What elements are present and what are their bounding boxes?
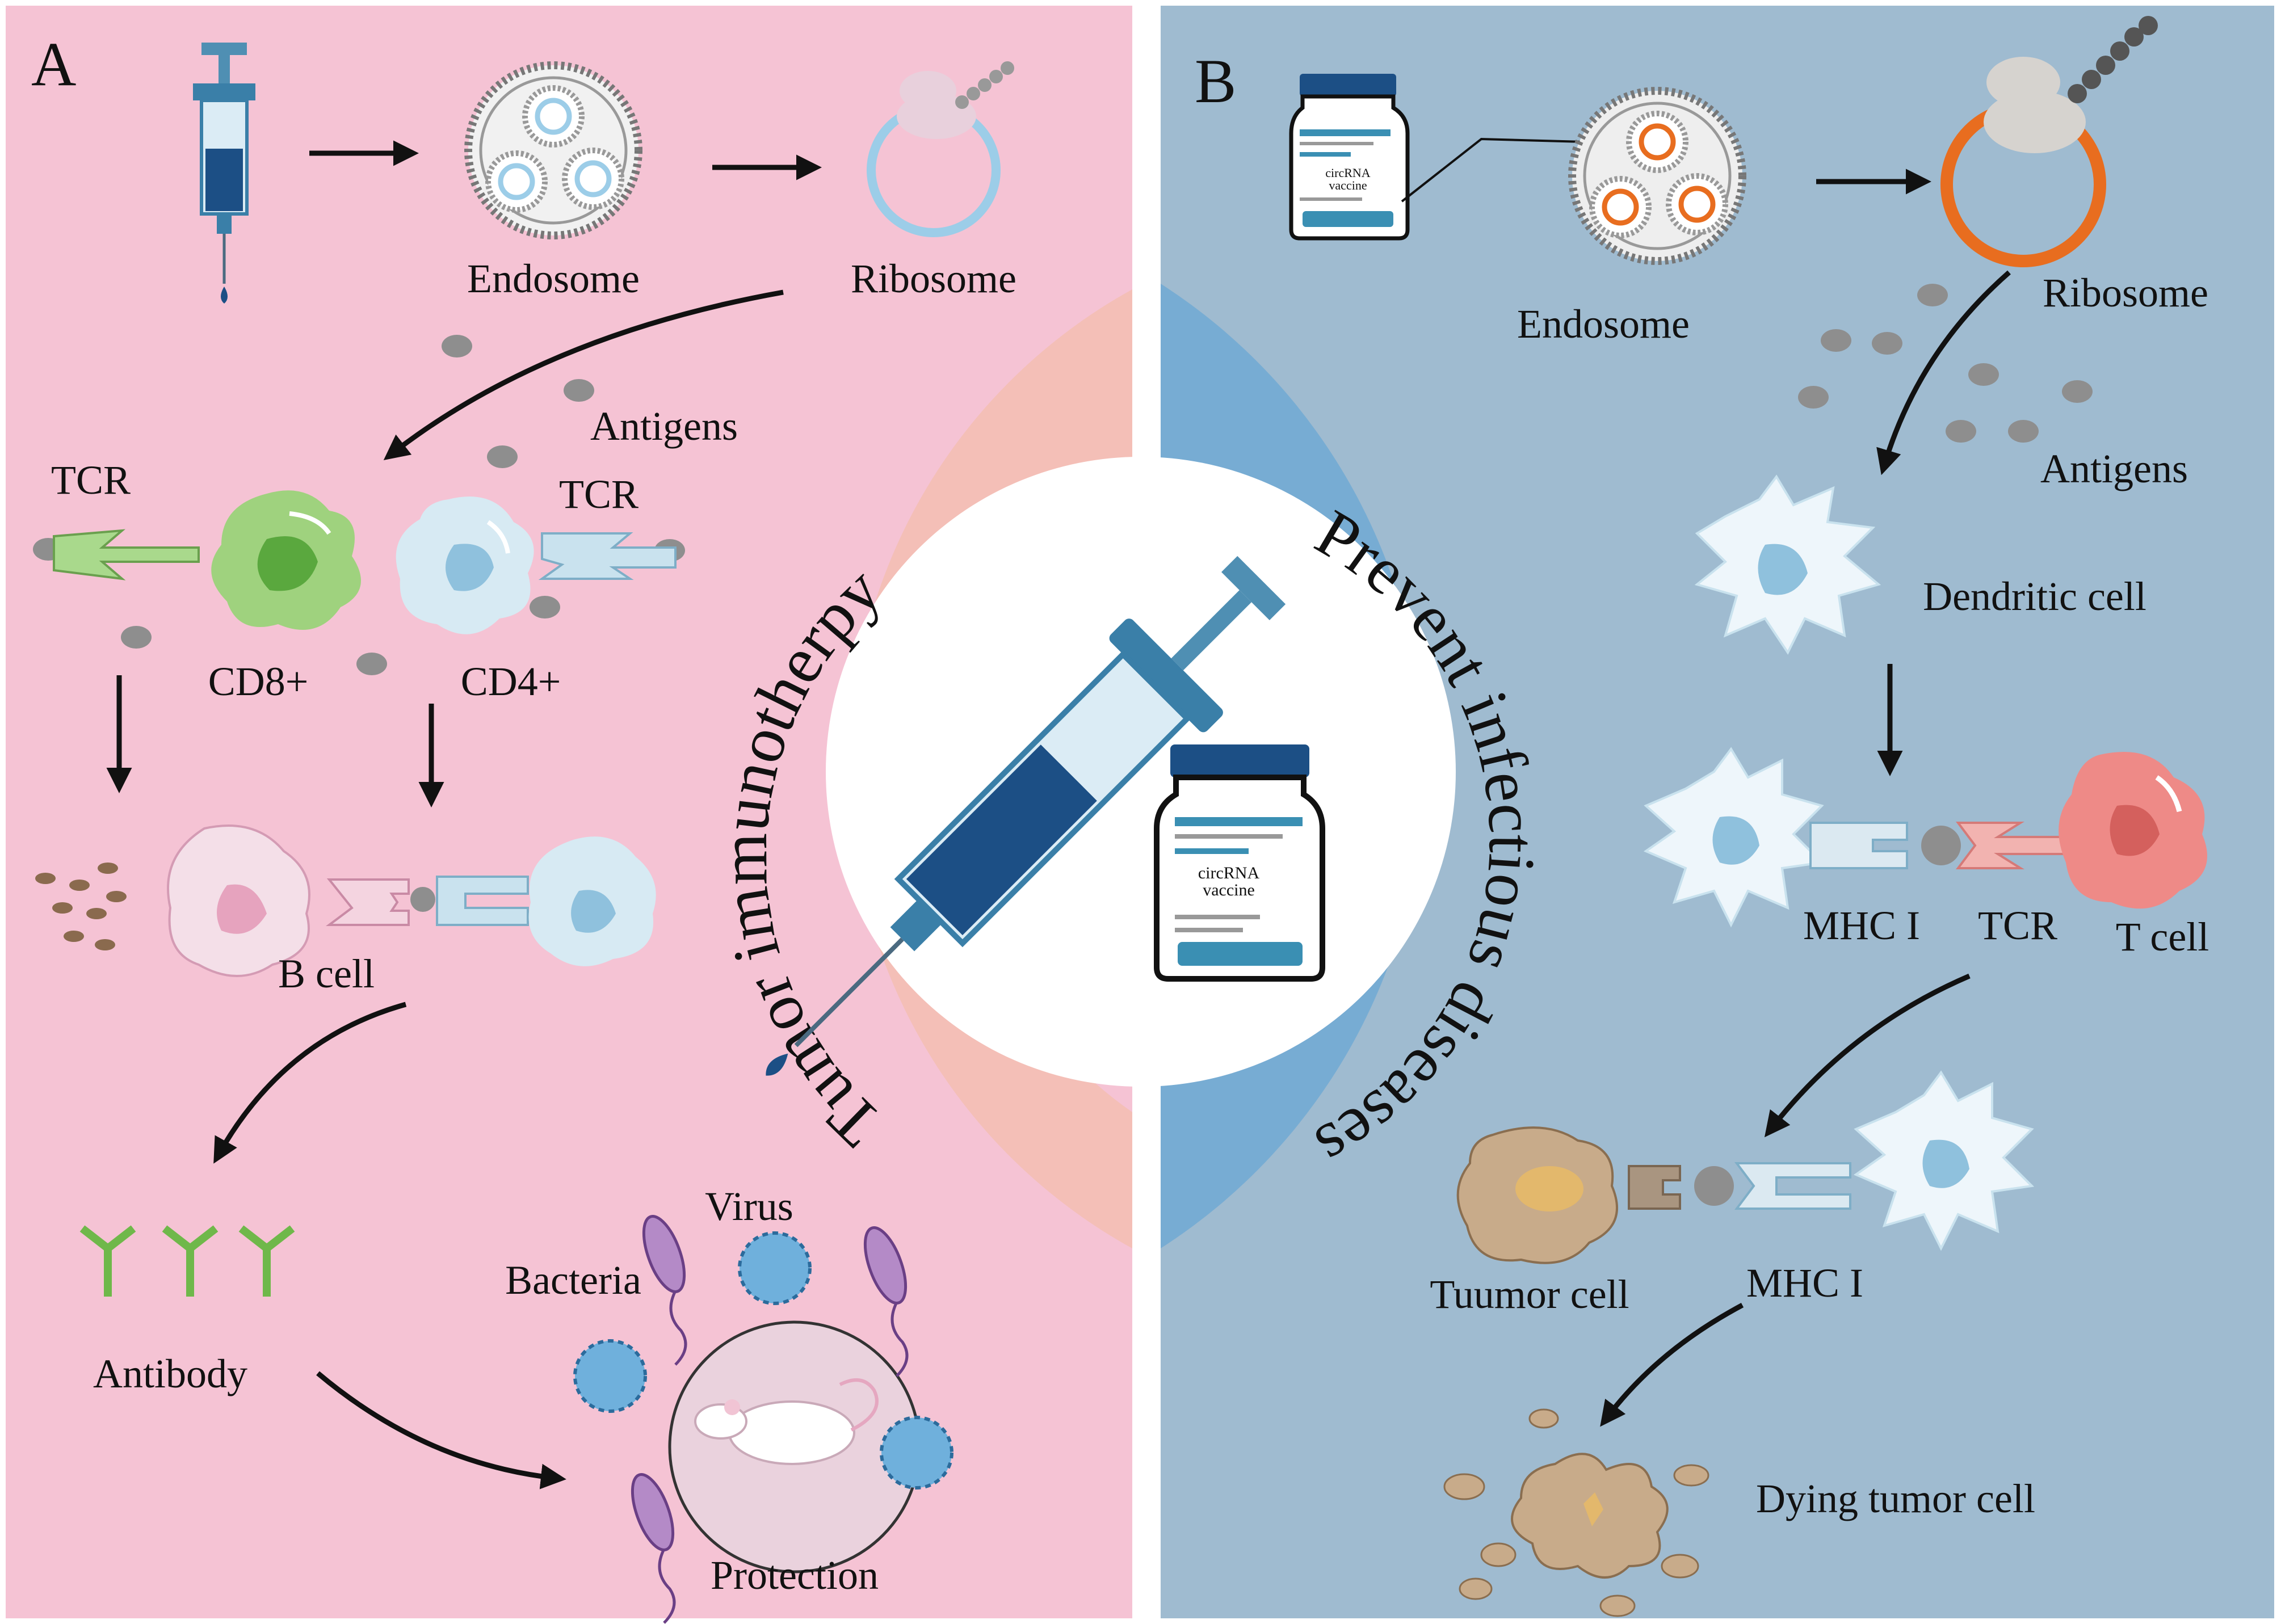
panel-a-syringe-icon <box>193 43 255 304</box>
b-cell-label: B cell <box>278 951 375 996</box>
dc-tcell-synapse <box>1643 747 2207 928</box>
mhc-i-receptor <box>1809 822 1908 869</box>
center-syringe-icon <box>766 556 1286 1076</box>
panel-a-antigens-label: Antigens <box>590 403 738 449</box>
antibody-label: Antibody <box>93 1351 247 1396</box>
tumor-cell-label: Tuumor cell <box>1430 1272 1629 1317</box>
dendritic-cell-label: Dendritic cell <box>1923 574 2146 619</box>
center-vial-text-2: vaccine <box>1203 881 1255 899</box>
panel-b-vial-text-2: vaccine <box>1329 178 1367 192</box>
panel-a-ribosome-label: Ribosome <box>851 256 1016 301</box>
antigen-peptide <box>1921 826 1961 865</box>
arrow-ribosome-to-tcells <box>383 289 784 461</box>
cd4-label: CD4+ <box>461 659 561 704</box>
center-vial-text-1: circRNA <box>1198 864 1260 882</box>
panel-b-antigens-label: Antigens <box>2040 446 2188 491</box>
cd8-cell-icon <box>211 490 361 630</box>
b-cell-receptor <box>326 876 529 926</box>
t-cell-label: T cell <box>2116 914 2209 960</box>
antibody-icon <box>79 1225 295 1297</box>
mhc-i-label-1: MHC I <box>1803 903 1920 948</box>
dying-tumor-cell-label: Dying tumor cell <box>1756 1476 2035 1521</box>
arrow-bcell-to-antibody <box>213 1002 407 1164</box>
virus-label: Virus <box>705 1184 793 1229</box>
b-cell-icon <box>167 824 310 977</box>
panel-a-tcr-left-label: TCR <box>51 457 131 503</box>
cd4-cell-icon <box>396 497 534 634</box>
cd8-label: CD8+ <box>208 659 309 704</box>
tcr-label-b: TCR <box>1978 903 2057 948</box>
protection-label: Protection <box>711 1553 879 1598</box>
panel-a-ribosome-icon <box>867 61 1014 237</box>
panel-b-letter: B <box>1195 47 1236 116</box>
protection-mouse-icon <box>668 1320 921 1573</box>
panel-a-endosome-icon <box>464 61 642 239</box>
panel-a-tcr-receptor-blue <box>538 532 677 580</box>
bacteria-icons <box>631 1215 909 1624</box>
arrow-tcell-to-tumor <box>1764 973 1971 1138</box>
panel-b-vial-icon: circRNA vaccine <box>1289 74 1410 241</box>
panel-a-letter: A <box>31 30 76 99</box>
arrow-b-ribosome-to-dendritic <box>1876 270 2011 476</box>
panel-b-antigen-dots <box>1798 284 2093 443</box>
panel-b-ribosome-label: Ribosome <box>2043 270 2208 315</box>
panel-b-endosome-label: Endosome <box>1517 301 1690 347</box>
cytotoxic-debris-icon <box>35 863 127 950</box>
mhc-i-label-2: MHC I <box>1746 1260 1863 1306</box>
arrow-to-dying-tumor <box>1600 1303 1744 1427</box>
panel-a-tcr-receptor-green <box>53 529 200 580</box>
panel-a-endosome-label: Endosome <box>467 256 640 301</box>
virus-icons <box>573 1231 953 1490</box>
dying-tumor-cell-icon <box>1443 1408 1709 1617</box>
helper-t-cell-icon <box>528 836 656 966</box>
panel-b-endosome-icon <box>1568 87 1746 265</box>
center-vial-icon: circRNA vaccine <box>1154 744 1325 982</box>
panel-b-ribosome-icon <box>1940 16 2158 267</box>
panel-a-tcr-right-label: TCR <box>559 472 638 517</box>
tcr-receptor <box>1956 822 2073 869</box>
panel-b-vial-text-1: circRNA <box>1325 166 1371 180</box>
bacteria-label: Bacteria <box>505 1257 641 1303</box>
tumor-synapse <box>1456 1070 2035 1264</box>
vial-pointer-line <box>1401 137 1584 203</box>
dendritic-cell-icon <box>1694 474 1881 655</box>
arrow-antibody-to-protection <box>316 1371 566 1490</box>
tumor-immunotherapy-arc <box>849 289 1132 1248</box>
